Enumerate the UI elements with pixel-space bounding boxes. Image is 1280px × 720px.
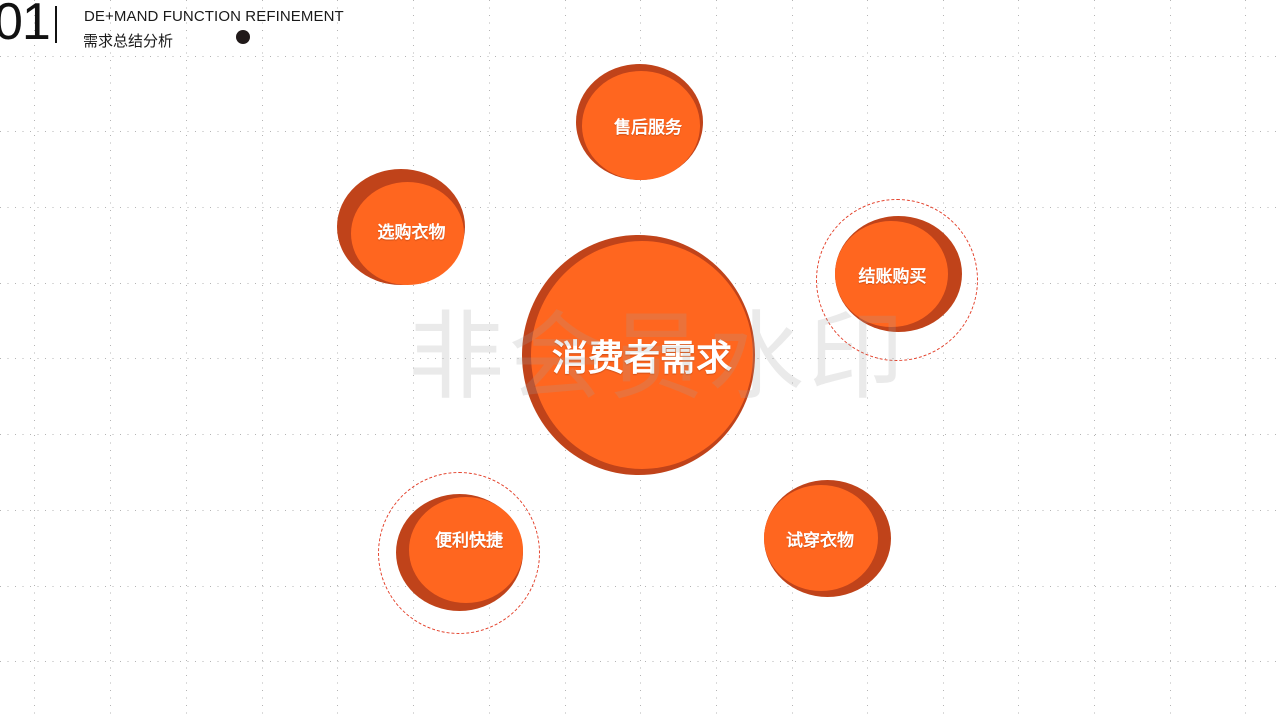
grid-line bbox=[0, 207, 1280, 208]
node-label: 售后服务 bbox=[614, 118, 682, 138]
grid-line bbox=[1094, 0, 1095, 720]
node-label: 试穿衣物 bbox=[786, 530, 854, 551]
node-label: 结账购买 bbox=[858, 266, 927, 287]
node-after-sales: 售后服务 bbox=[576, 64, 703, 180]
grid-line bbox=[867, 0, 868, 720]
node-label: 便利快捷 bbox=[435, 530, 503, 551]
section-number: 01 bbox=[0, 0, 51, 51]
node-face: 便利快捷 bbox=[409, 497, 523, 603]
grid-line bbox=[0, 56, 1280, 57]
node-try-on: 试穿衣物 bbox=[764, 480, 891, 597]
grid-line bbox=[1018, 0, 1019, 720]
grid-line bbox=[337, 0, 338, 720]
grid-line bbox=[262, 0, 263, 720]
grid-line bbox=[0, 586, 1280, 587]
node-checkout: 结账购买 bbox=[835, 216, 962, 332]
grid-line bbox=[943, 0, 944, 720]
node-face: 试穿衣物 bbox=[764, 485, 878, 591]
node-face: 售后服务 bbox=[582, 71, 700, 180]
grid-line bbox=[110, 0, 111, 720]
section-title-en: DE+MAND FUNCTION REFINEMENT bbox=[84, 8, 344, 25]
node-convenience: 便利快捷 bbox=[396, 494, 523, 611]
header-divider bbox=[55, 6, 57, 43]
highlight-ring bbox=[816, 199, 978, 361]
center-node-face: 消费者需求 bbox=[531, 241, 753, 469]
grid-line bbox=[0, 510, 1280, 511]
grid-line bbox=[0, 661, 1280, 662]
center-node: 消费者需求 bbox=[522, 235, 755, 475]
section-title-cn: 需求总结分析 bbox=[83, 32, 174, 50]
dot-icon bbox=[236, 30, 250, 44]
center-node-label: 消费者需求 bbox=[551, 338, 732, 379]
node-label: 选购衣物 bbox=[377, 223, 446, 243]
grid-line bbox=[489, 0, 490, 720]
highlight-ring bbox=[378, 472, 540, 634]
node-face: 选购衣物 bbox=[351, 182, 464, 285]
grid-line bbox=[413, 0, 414, 720]
grid-line bbox=[792, 0, 793, 720]
node-face: 结账购买 bbox=[835, 221, 948, 327]
grid-line bbox=[1245, 0, 1246, 720]
grid-line bbox=[1170, 0, 1171, 720]
grid-line bbox=[186, 0, 187, 720]
node-choose-clothes: 选购衣物 bbox=[337, 169, 465, 285]
grid-line bbox=[34, 0, 35, 720]
